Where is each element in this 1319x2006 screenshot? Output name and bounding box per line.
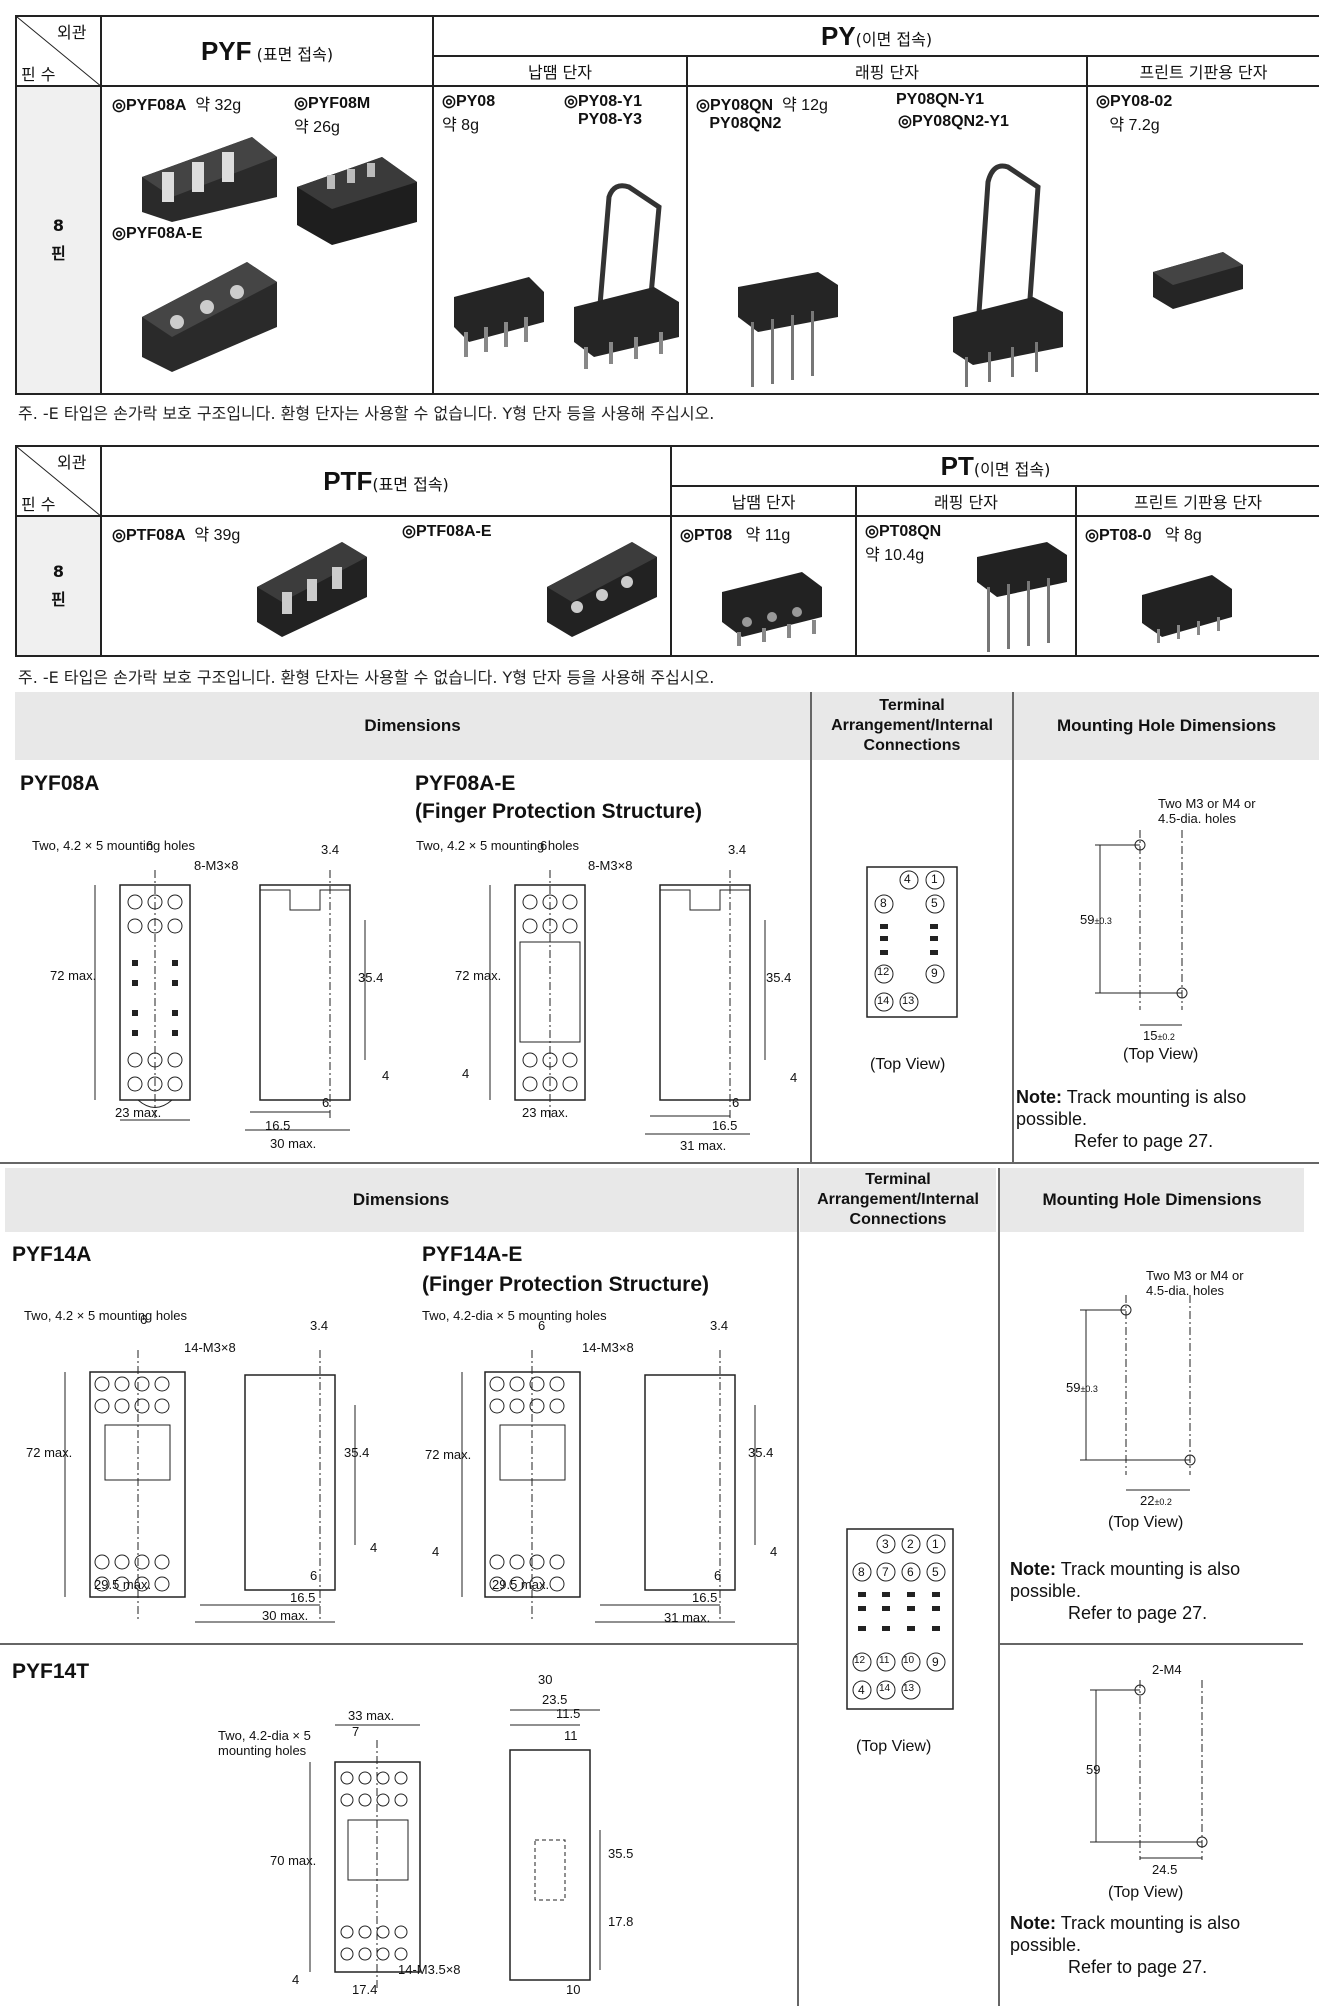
py08qn-photo [738, 272, 838, 387]
sec2-terminal-header: Terminal Arrangement/Internal Connection… [800, 1168, 996, 1232]
col-wrap: 래핑 단자 [686, 55, 1088, 87]
sec1-note: Note: Track mounting is also possible.Re… [1016, 1087, 1247, 1151]
corner-cell: 외관 핀 수 [15, 15, 102, 87]
pyf14t-drawing [309, 1709, 601, 1990]
ptf08ae-photo [547, 542, 657, 637]
ptf-header: PTF(표면 접속) [100, 445, 672, 517]
pt-header: PT(이면 접속) [669, 445, 1319, 487]
pyf14ae-drawing [461, 1350, 756, 1623]
py08y-photo [574, 183, 679, 369]
corner-cell-2: 외관 핀 수 [15, 445, 102, 517]
sec1-model-a: PYF08A [20, 772, 100, 795]
sec1-terminal-header: Terminal Arrangement/Internal Connection… [812, 692, 1012, 760]
socket-table-pt: 외관 핀 수 PTF(표면 접속) PT(이면 접속) 납땜 단자 래핑 단자 … [15, 445, 1319, 657]
sec2-dimensions-header: Dimensions [5, 1168, 797, 1232]
py08-photo [454, 277, 544, 357]
py-wrap-cell: ◎PY08QN 약 12g PY08QN2 PY08QN-Y1 ◎PY08QN2… [686, 85, 1088, 395]
col-solder-2: 납땜 단자 [670, 485, 857, 517]
ptf-cell: ◎PTF08A 약 39g ◎PTF08A-E [100, 515, 672, 657]
pyf08m-photo [297, 157, 417, 245]
pyf08ae-photo [142, 262, 277, 372]
col-wrap-2: 래핑 단자 [855, 485, 1077, 517]
sec2-mounting-diagram-b [1090, 1680, 1208, 1860]
col-pcb-2: 프린트 기판용 단자 [1074, 485, 1319, 517]
pyf08a-photo [142, 137, 277, 222]
pt08-photo [722, 572, 822, 646]
py-pcb-cell: ◎PY08-02 약 7.2g [1085, 85, 1319, 395]
col-solder: 납땜 단자 [432, 55, 688, 87]
py-header: PY(이면 접속) [431, 15, 1319, 57]
sec1-model-b-sub: (Finger Protection Structure) [415, 800, 703, 823]
table1-note: 주. -E 타입은 손가락 보호 구조입니다. 환형 단자는 사용할 수 없습니… [18, 404, 715, 423]
sec2-model-b: PYF14A-E [422, 1243, 523, 1266]
sec2-model-a: PYF14A [12, 1243, 92, 1266]
py0802-photo [1153, 252, 1243, 309]
ptf08a-photo [257, 542, 367, 637]
pt-solder-cell: ◎PT08 약 11g [670, 515, 857, 657]
sec2-mounting-diagram-a [1080, 1295, 1196, 1491]
pt-pcb-cell: ◎PT08-0 약 8g [1074, 515, 1319, 657]
sec2-note-a: Note: Track mounting is also possible.Re… [1010, 1559, 1241, 1623]
py08qny1-photo [953, 163, 1063, 387]
pt08qn-photo [977, 542, 1067, 652]
sec1-terminal-diagram [866, 866, 958, 1018]
pt080-photo [1142, 575, 1232, 643]
pyf08ae-drawing [489, 870, 766, 1135]
sec1-model-b: PYF08A-E [415, 772, 516, 795]
col-pcb: 프린트 기판용 단자 [1085, 55, 1319, 87]
sec1-dimensions-header: Dimensions [15, 692, 810, 760]
sec2-terminal-diagram [846, 1528, 954, 1710]
pyf14a-drawing [64, 1350, 356, 1623]
sec2-model-b-sub: (Finger Protection Structure) [422, 1273, 710, 1296]
sec1-mounting-header: Mounting Hole Dimensions [1014, 692, 1319, 760]
table2-note: 주. -E 타입은 손가락 보호 구조입니다. 환형 단자는 사용할 수 없습니… [18, 668, 715, 687]
sec2-model-t: PYF14T [12, 1660, 90, 1683]
pyf08a-drawing [94, 870, 366, 1131]
pyf-header: PYF (표면 접속) [100, 15, 434, 87]
socket-table-py: 외관 핀 수 PYF (표면 접속) PY(이면 접속) 납땜 단자 래핑 단자… [15, 15, 1319, 395]
sec1-mounting-diagram [1095, 830, 1188, 1026]
sec2-mounting-header: Mounting Hole Dimensions [1000, 1168, 1304, 1232]
sec2-note-b: Note: Track mounting is also possible.Re… [1010, 1913, 1241, 1977]
